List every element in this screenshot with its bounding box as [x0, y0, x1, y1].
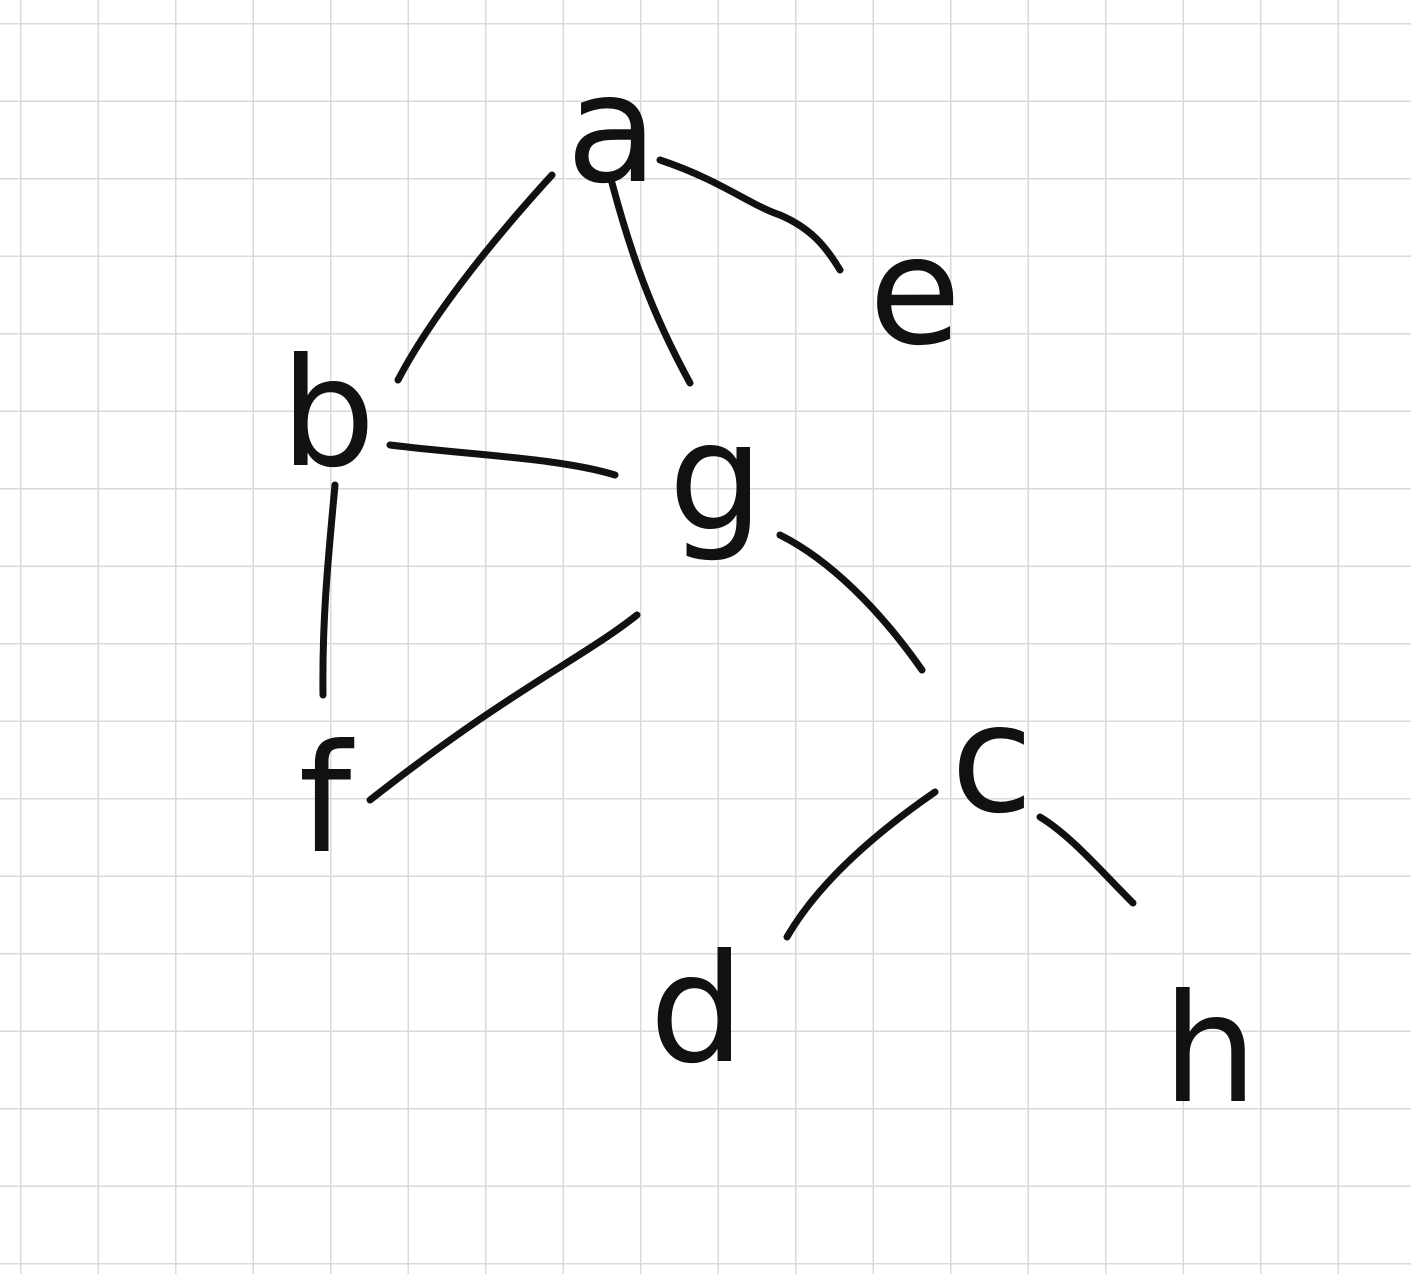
node-h-label: h	[1162, 963, 1258, 1137]
edge-b-g	[386, 441, 619, 479]
node-e-label: e	[868, 205, 962, 379]
node-a-label: a	[566, 43, 658, 217]
edge-c-d	[783, 788, 939, 941]
node-b-label: b	[280, 327, 376, 501]
edge-a-g	[608, 179, 694, 387]
edge-c-h	[1036, 813, 1137, 907]
edge-g-c	[776, 531, 926, 674]
edge-a-b	[394, 171, 556, 384]
node-d-label: d	[649, 923, 745, 1097]
edge-b-f	[319, 481, 339, 699]
node-c-label: c	[950, 673, 1034, 847]
node-g-label: g	[668, 391, 764, 565]
edge-g-f	[366, 611, 641, 804]
node-f-label: f	[298, 713, 352, 887]
edge-a-e	[656, 156, 844, 274]
